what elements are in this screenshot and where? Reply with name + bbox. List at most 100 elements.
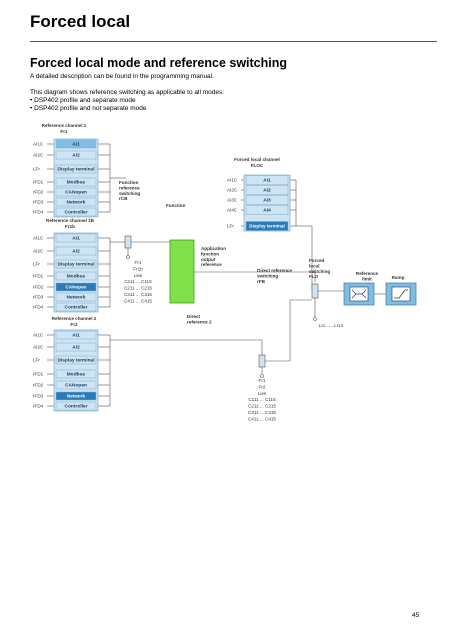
- channel-title: Reference channel 1B: [46, 218, 95, 223]
- fr1-input-label: rFD3: [33, 200, 44, 205]
- fr1-cell: [55, 197, 97, 207]
- floc-input-label: AI3C: [227, 198, 238, 203]
- fr2-cell-label: Display terminal: [57, 358, 94, 364]
- rfb-option-label: C311 ... C315: [248, 410, 276, 415]
- diagram-labels: Reference channel 1Fr1AI1AI1CAI2AI2CDisp…: [33, 123, 405, 421]
- fr1b-cell: [55, 259, 97, 269]
- floc-cell: [245, 221, 289, 231]
- lead-text: This diagram shows reference switching a…: [30, 89, 225, 96]
- diagram-label: output: [201, 257, 216, 262]
- fr1b-input-label: AI1C: [33, 236, 44, 241]
- function-block: [169, 239, 195, 304]
- fr2-cell: [55, 355, 97, 365]
- section-title: Forced local mode and reference switchin…: [30, 56, 288, 70]
- fr1-cell-label: Display terminal: [57, 167, 94, 173]
- flo-switch-terminal: [313, 317, 317, 321]
- flo-switch: [311, 283, 319, 299]
- fr1b-cell-label: CANopen: [66, 285, 87, 290]
- diagram-label: Forced: [309, 258, 325, 263]
- fr1-input-label: rFD1: [33, 180, 44, 185]
- fr2-input-label: rFD4: [33, 404, 44, 409]
- fr1-cell: [55, 187, 97, 197]
- floc-cell: [245, 185, 289, 195]
- fr2-cell-label: Network: [67, 394, 86, 399]
- fr2-input-label: rFD3: [33, 394, 44, 399]
- fr1-cell-label: Network: [67, 200, 86, 206]
- diagram-label: Reference: [356, 271, 379, 276]
- floc-input-label: AI2C: [227, 188, 238, 193]
- fr1-cell-label: AI1: [72, 142, 80, 148]
- limit-curve-icon: [351, 289, 367, 299]
- diagram-label: Direct: [187, 314, 200, 319]
- fr2-input-label: AI1C: [33, 333, 44, 338]
- fr1b-input-label: rFD4: [33, 305, 44, 310]
- floc-cell-label: AI3: [263, 198, 271, 204]
- floc-cell-label: AI2: [263, 188, 271, 194]
- rcb-switch: [124, 235, 132, 249]
- fr1b-cell: [55, 282, 97, 292]
- diagram-label: rFB: [257, 279, 266, 284]
- rfb-switch: [258, 354, 266, 368]
- rcb-option-label: C411 ... C415: [124, 298, 152, 303]
- function-label: Function: [166, 203, 186, 208]
- diagram-label: Function: [119, 180, 139, 185]
- fr2-cell-label: AI1: [72, 333, 80, 339]
- fr1-cell: [55, 164, 97, 174]
- rfb-option-label: Fr2: [259, 384, 266, 389]
- fr1-cell-label: Modbus: [67, 180, 86, 186]
- ramp-curve-icon: [394, 289, 408, 299]
- floc-cell: [245, 205, 289, 215]
- fr1-cell-label: AI2: [72, 153, 80, 159]
- diagram-label: Direct reference: [257, 268, 292, 273]
- rcb-option-label: Lies: [134, 273, 143, 278]
- diagram-label: switching: [257, 273, 278, 278]
- fr1b-input-label: rFD1: [33, 274, 44, 279]
- rfb-switch-terminal: [260, 374, 264, 378]
- rcb-option-label: Fr1b: [133, 266, 143, 271]
- rcb-option-label: C311 ... C315: [124, 292, 152, 297]
- fr2-cell: [55, 342, 97, 352]
- fr1-input-label: LFr: [33, 167, 40, 172]
- diagram-label: reference 2: [187, 319, 212, 324]
- fr1b-input-label: LFr: [33, 262, 40, 267]
- channel-title: Reference channel 1: [42, 123, 87, 128]
- channel-title: Forced local channel: [234, 157, 280, 162]
- fr1b-input-label: AI2C: [33, 249, 44, 254]
- logic-input-label: LI1 ..... LI14: [319, 323, 344, 328]
- bullet-item: • DSP402 profile and separate mode: [30, 97, 136, 104]
- floc-cell-label: Display terminal: [249, 224, 285, 229]
- fr2-cell-label: CANopen: [65, 383, 87, 389]
- fr2-cell-label: AI2: [72, 345, 80, 351]
- floc-input-label: AI1C: [227, 178, 238, 183]
- rcb-switch-terminal: [126, 255, 130, 259]
- fr1b-cell: [55, 271, 97, 281]
- fr1b-cell-label: AI2: [72, 249, 80, 255]
- fr1b-cell-label: AI1: [72, 236, 80, 242]
- fr1-input-label: AI1C: [33, 142, 44, 147]
- fr1-cell: [55, 150, 97, 160]
- fr2-input-label: AI2C: [33, 345, 44, 350]
- fr1-cell: [55, 207, 97, 217]
- floc-cell: [245, 175, 289, 185]
- fr2-cell: [55, 330, 97, 340]
- fr1b-input-label: rFD3: [33, 295, 44, 300]
- rfb-option-label: Fr1: [259, 378, 266, 383]
- intro-text: A detailed description can be found in t…: [30, 73, 214, 80]
- fr1b-cell-label: Network: [67, 295, 86, 301]
- fr2-cell: [55, 380, 97, 390]
- fr2-cell: [55, 401, 97, 411]
- ramp-label: Ramp: [392, 275, 405, 280]
- fr2-input-label: rFD2: [33, 383, 44, 388]
- fr1b-input-label: rFD2: [33, 285, 44, 290]
- fr1b-cell: [55, 246, 97, 256]
- floc-cell: [245, 195, 289, 205]
- rfb-option-label: Lies: [258, 391, 267, 396]
- fr1-input-label: rFD4: [33, 210, 44, 215]
- diagram-label: reference: [201, 262, 222, 267]
- channel-code: Fr1: [60, 129, 68, 134]
- fr2-cell: [55, 391, 97, 401]
- page-number: 45: [412, 612, 420, 619]
- fr2-input-label: LFr: [33, 358, 40, 363]
- fr1-cell: [55, 177, 97, 187]
